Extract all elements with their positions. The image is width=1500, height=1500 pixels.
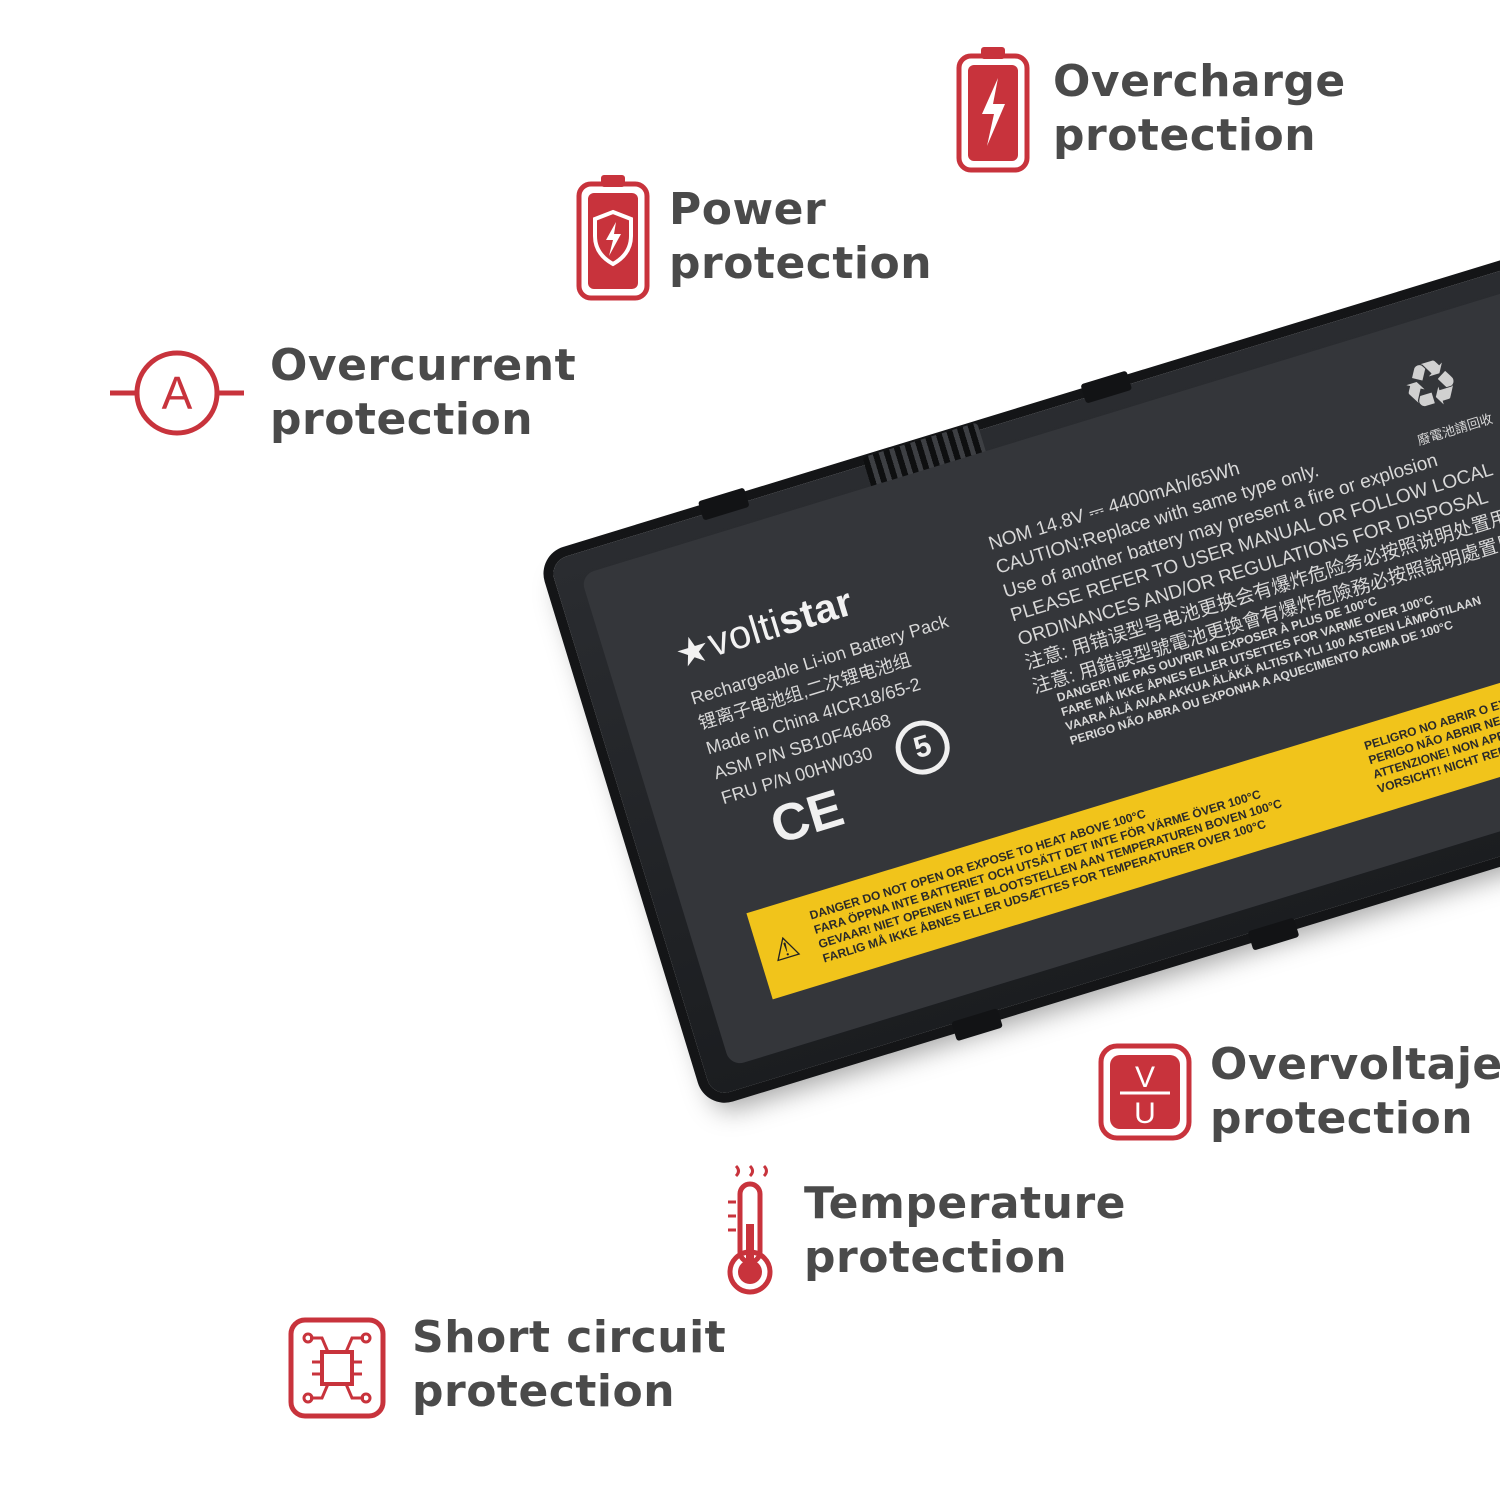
warning-line: PERIGO NÃO ABRA OU EXPONHA A AQUECIMENTO… bbox=[1068, 617, 1455, 748]
feature-subtitle: protection bbox=[412, 1366, 676, 1417]
battery-left-info: Rechargeable Li-ion Battery Pack 锂离子电池组,… bbox=[688, 608, 982, 811]
feature-overcharge: Overcharge protection bbox=[955, 44, 1346, 174]
spec-line: CAUTION:Replace with same type only. bbox=[993, 460, 1322, 579]
feature-title: Overvoltaje bbox=[1210, 1039, 1500, 1090]
star-icon: ★ bbox=[672, 628, 714, 675]
battery-pack: ★voltistar Rechargeable Li-ion Battery P… bbox=[548, 166, 1500, 1098]
feature-label: Overvoltaje protection bbox=[1210, 1038, 1500, 1146]
feature-title: Temperature bbox=[804, 1178, 1126, 1229]
voltage-icon: V U bbox=[1098, 1043, 1192, 1141]
cycle-mark: 5 bbox=[888, 713, 957, 782]
feature-label: Short circuit protection bbox=[412, 1311, 726, 1419]
brand-suffix: star bbox=[773, 579, 859, 644]
ampere-icon: A bbox=[110, 350, 244, 436]
info-line: ASM P/N SB10F46468 bbox=[711, 710, 894, 784]
ce-mark: CE bbox=[764, 779, 851, 856]
battery-lightning-icon bbox=[956, 47, 1030, 173]
feature-power: Power protection bbox=[575, 172, 932, 302]
warning-line: DANGER! NE PAS OUVRIR NI EXPOSER À PLUS … bbox=[1055, 593, 1379, 705]
warning-line: DANGER DO NOT OPEN OR EXPOSE TO HEAT ABO… bbox=[807, 806, 1148, 923]
brand-prefix: volti bbox=[702, 601, 787, 666]
battery-body bbox=[548, 166, 1500, 1098]
recycle-caption: 廢電池請回收 bbox=[1414, 406, 1496, 454]
feature-subtitle: protection bbox=[1210, 1093, 1474, 1144]
feature-label: Temperature protection bbox=[804, 1177, 1126, 1285]
spec-line: PLEASE REFER TO USER MANUAL OR FOLLOW LO… bbox=[1008, 459, 1496, 627]
battery-connector bbox=[862, 422, 988, 492]
feature-label: Overcharge protection bbox=[1053, 55, 1346, 163]
warning-block-right: PELIGRO NO ABRIR O EXPONER A TEMPERATURA… bbox=[1363, 533, 1500, 797]
warning-line: FARA ÖPPNA INTE BATTERIET OCH UTSÄTT DET… bbox=[812, 787, 1263, 937]
feature-label: Power protection bbox=[669, 183, 932, 291]
volt-letter: V bbox=[1135, 1061, 1155, 1094]
info-line: FRU P/N 00HW030 bbox=[718, 742, 875, 809]
warning-line: ATTENZIONE! NON APRIRE O RISCALDARE AD U… bbox=[1371, 616, 1500, 782]
recycle-icon: ♻ bbox=[1392, 342, 1469, 428]
info-line: Made in China 4ICR18/65-2 bbox=[703, 673, 923, 759]
warning-line: FARE MÅ IKKE ÅPNES ELLER UTSETTES FOR VA… bbox=[1059, 592, 1435, 720]
battery-clip bbox=[1247, 917, 1300, 951]
recycle-caption-text: 廢電池請回收 bbox=[1415, 410, 1495, 449]
thermometer-icon bbox=[727, 1164, 773, 1295]
feature-title: Overcharge bbox=[1053, 56, 1346, 107]
warning-line: VAARA ÄLÄ AVAA AKKUA ÄLÄKÄ ALTISTA YLI 1… bbox=[1063, 593, 1483, 734]
battery-shield-icon bbox=[576, 175, 650, 301]
warning-block-left: DANGER DO NOT OPEN OR EXPOSE TO HEAT ABO… bbox=[808, 768, 1288, 967]
feature-temperature: Temperature protection bbox=[722, 1164, 1126, 1298]
battery-spec-info: NOM 14.8V ⎓ 4400mAh/65Wh CAUTION:Replace… bbox=[986, 363, 1500, 700]
warning-line: PERIGO NÃO ABRIR NEM EXPOR A TEMPERATURA… bbox=[1366, 626, 1500, 768]
warning-line: FARLIG MÅ IKKE ÅBNES ELLER UDSÆTTES FOR … bbox=[821, 816, 1268, 966]
warning-triangle-icon: ⚠ bbox=[768, 929, 804, 969]
info-line: Rechargeable Li-ion Battery Pack bbox=[688, 611, 951, 709]
feature-subtitle: protection bbox=[804, 1232, 1068, 1283]
circuit-chip-icon bbox=[288, 1317, 386, 1419]
feature-title: Overcurrent bbox=[270, 340, 577, 391]
feature-overcurrent: A Overcurrent protection bbox=[110, 338, 576, 448]
warning-line: PELIGRO NO ABRIR O EXPONER A TEMPERATURA… bbox=[1362, 613, 1500, 753]
feature-title: Power bbox=[669, 184, 827, 235]
spec-line: 注意: 用錯誤型號電池更換會有爆炸危險務必按照說明處置用完的電池 bbox=[1030, 508, 1500, 699]
warning-line: GEVAAR! NIET OPENEN NIET BLOOTSTELLEN AA… bbox=[816, 796, 1284, 952]
spec-line: Use of another battery may present a fir… bbox=[1000, 449, 1441, 603]
battery-clip bbox=[697, 487, 750, 521]
spec-line: 注意: 用错误型号电池更换会有爆炸危险务必按照说明处置用完的电池 bbox=[1022, 484, 1500, 675]
feature-overvoltage: V U Overvoltaje protection bbox=[1098, 1038, 1500, 1146]
info-line: 锂离子电池组,二次锂电池组 bbox=[696, 649, 914, 734]
warning-block-mid: DANGER! NE PAS OUVRIR NI EXPOSER À PLUS … bbox=[1055, 565, 1487, 749]
feature-short-circuit: Short circuit protection bbox=[288, 1310, 726, 1420]
battery-clip bbox=[951, 1008, 1003, 1042]
spec-line: NOM 14.8V ⎓ 4400mAh/65Wh bbox=[986, 458, 1243, 555]
warning-strip: ⚠ DANGER DO NOT OPEN OR EXPOSE TO HEAT A… bbox=[746, 532, 1500, 1000]
feature-subtitle: protection bbox=[1053, 110, 1317, 161]
ampere-letter: A bbox=[162, 367, 193, 419]
feature-subtitle: protection bbox=[270, 394, 534, 445]
brand-logo: ★voltistar bbox=[671, 580, 858, 676]
feature-label: Overcurrent protection bbox=[270, 339, 576, 447]
battery-label-panel: ★voltistar Rechargeable Li-ion Battery P… bbox=[580, 182, 1500, 1067]
warning-line: VORSICHT! NICHT REPARIEREN ODER ZERLEGEN… bbox=[1375, 576, 1500, 796]
unit-letter: U bbox=[1134, 1097, 1156, 1130]
feature-subtitle: protection bbox=[669, 238, 933, 289]
spec-line: ORDINANCES AND/OR REGULATIONS FOR DISPOS… bbox=[1015, 486, 1491, 651]
feature-title: Short circuit bbox=[412, 1312, 727, 1363]
battery-clip bbox=[1080, 370, 1133, 404]
